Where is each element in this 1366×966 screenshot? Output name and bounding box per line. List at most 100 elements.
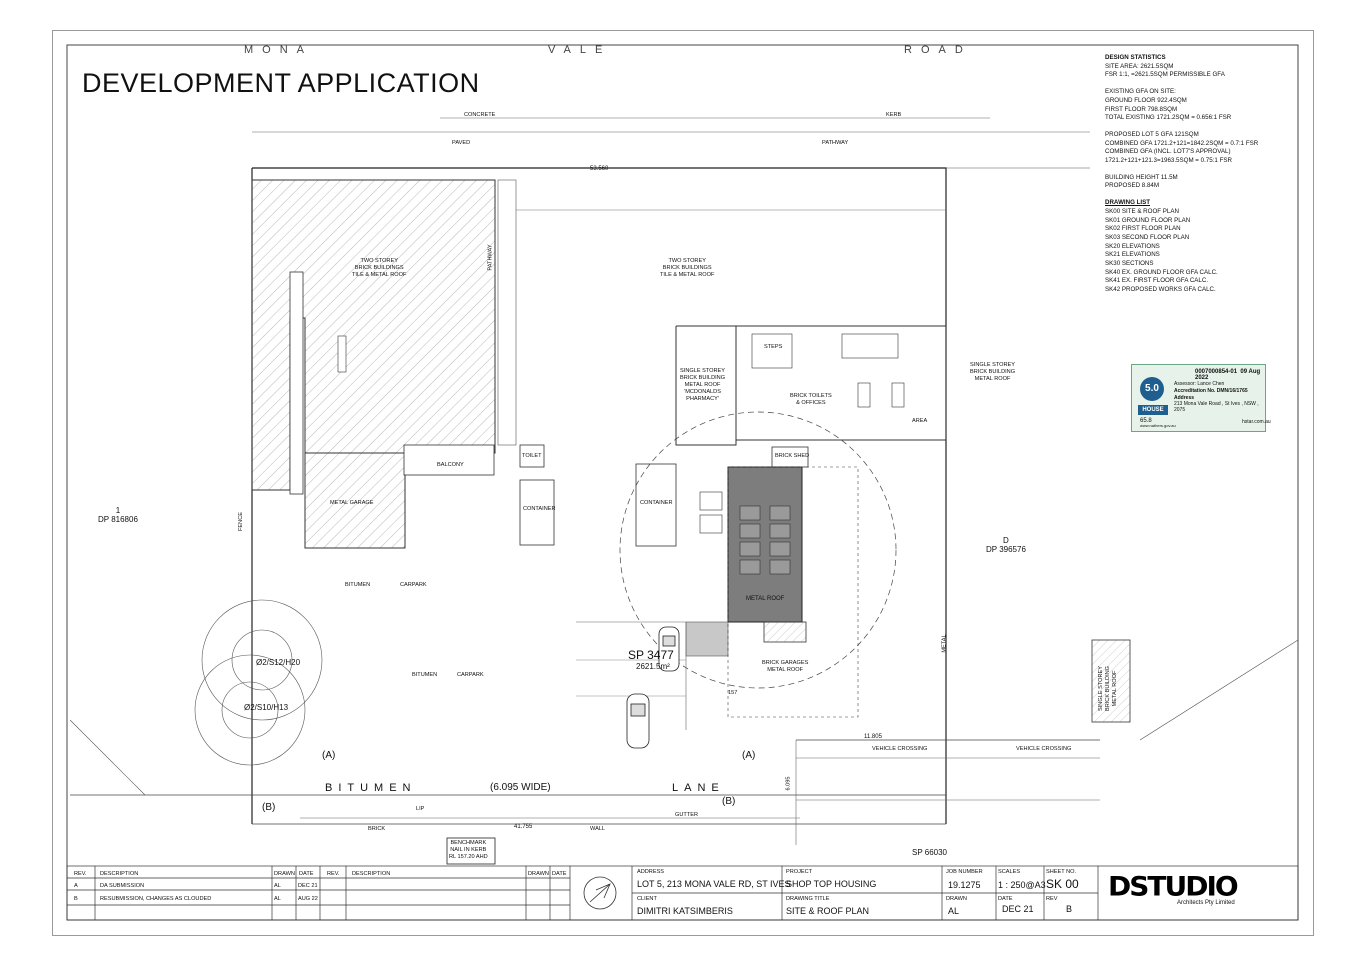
pathway-strip [497, 179, 517, 446]
benchmark-box [446, 837, 496, 865]
pit-1 [857, 382, 871, 408]
drawing-sheet [52, 30, 1314, 936]
stat-combined-calc: 1721.2+121+121.3=1963.5SQM = 0.75:1 FSR [1105, 157, 1232, 165]
client-value: DIMITRI KATSIMBERIS [637, 906, 733, 916]
stat-ground: GROUND FLOOR 922.4SQM [1105, 96, 1187, 104]
date-value: DEC 21 [1002, 904, 1034, 914]
tree-cluster [194, 599, 323, 766]
rev-header: REV. [74, 871, 87, 877]
stat-combined-incl: COMBINED GFA (INCL. LOT7'S APPROVAL) [1105, 148, 1231, 156]
car-1 [658, 626, 680, 672]
badge-site: hstar.com.au [1242, 419, 1271, 425]
address-label: Address [1174, 395, 1195, 401]
container-1 [519, 479, 555, 546]
accreditation: Accreditation No. DMN/16/1765 [1174, 388, 1248, 394]
rev-row-a-drawn: AL [274, 883, 281, 889]
lane-width-label: (6.095 WIDE) [490, 782, 551, 793]
dashed-arc [619, 411, 897, 689]
project-label: PROJECT [786, 869, 813, 875]
pit-2 [891, 382, 905, 408]
bitumen-label-2: BITUMEN [412, 672, 438, 678]
diagonal-left [69, 719, 146, 796]
stat-existing: EXISTING GFA ON SITE: [1105, 88, 1176, 96]
container-2 [635, 463, 677, 547]
garage-lower [763, 621, 807, 643]
steps-box-2 [841, 333, 899, 359]
client-label: CLIENT [637, 896, 657, 902]
carpark-label-2: CARPARK [457, 672, 484, 678]
brick-shed-label: BRICK SHED [775, 453, 810, 459]
sp-66030-label: SP 66030 [912, 848, 947, 857]
steps-box-1 [751, 333, 793, 369]
metal-label: METAL [941, 634, 948, 653]
road-name-2: VALE [548, 44, 612, 56]
drawing-list-item: SK03 SECOND FLOOR PLAN [1105, 233, 1190, 241]
badge-address: 213 Mona Vale Road , St Ives , NSW , 207… [1174, 401, 1259, 413]
bin-1 [699, 491, 723, 511]
firm-logo-sub: Architects Pty Limited [1177, 900, 1235, 906]
certificate-id: 0007000854-01 09 Aug 2022 [1195, 369, 1261, 381]
roof-panels [739, 505, 791, 575]
scale-value: 1 : 250@A3 [998, 880, 1046, 890]
toilet-box [519, 444, 545, 468]
stat-site-area: SITE AREA: 2621.5SQM [1105, 62, 1174, 70]
drawing-list-item: SK00 SITE & ROOF PLAN [1105, 207, 1179, 215]
diagonal-right [1139, 639, 1299, 741]
rev-value: B [1066, 904, 1073, 914]
assessor: Assessor: Lance Chen [1174, 381, 1225, 387]
rev-header-2: REV. [327, 871, 340, 877]
rl-157: 157 [728, 690, 738, 696]
rev-row-b-desc: RESUBMISSION, CHANGES AS CLOUDED [100, 896, 212, 902]
tree-2-label: Ø2/S10/H13 [244, 703, 289, 712]
address-value: LOT 5, 213 MONA VALE RD, ST IVES [637, 879, 791, 889]
drawing-list-heading: DRAWING LIST [1105, 199, 1151, 207]
drawing-title-label: DRAWING TITLE [786, 896, 830, 902]
wall-label: WALL [590, 826, 606, 832]
tree-1-label: Ø2/S12/H20 [256, 658, 301, 667]
pathway-vertical-label: PATHWAY [487, 244, 494, 271]
metal-garage-label: METAL GARAGE [330, 500, 374, 506]
area-label: AREA [912, 418, 928, 424]
parking-space-shaded [685, 621, 729, 657]
lane-dimension: 11.805 [864, 734, 882, 740]
sp-3477-label: SP 3477 [628, 648, 674, 662]
stat-total: TOTAL EXISTING 1721.2SQM = 0.656:1 FSR [1105, 114, 1232, 122]
drawing-list-item: SK42 PROPOSED WORKS GFA CALC. [1105, 286, 1216, 294]
job-value: 19.1275 [948, 880, 981, 890]
metal-roof-label: METAL ROOF [746, 596, 785, 602]
job-label: JOB NUMBER [946, 869, 983, 875]
rev-row-b-date: AUG 22 [298, 896, 318, 902]
lip-label: LIP [416, 806, 425, 812]
bin-2 [699, 514, 723, 534]
stat-combined: COMBINED GFA 1721.2+121=1842.2SQM = 0.7:… [1105, 139, 1259, 147]
north-arrow [583, 876, 617, 910]
frontage-dimension: 53.560 [590, 166, 609, 172]
mcdonalds-outline [675, 325, 737, 446]
drawing-list-item: SK01 GROUND FLOOR PLAN [1105, 216, 1191, 224]
sheet-label: SHEET NO. [1046, 869, 1077, 875]
container-1-label: CONTAINER [523, 506, 556, 512]
pathway-label: PATHWAY [822, 140, 849, 146]
drawing-list-item: SK20 ELEVATIONS [1105, 242, 1160, 250]
drawing-list-item: SK21 ELEVATIONS [1105, 251, 1160, 259]
address-label: ADDRESS [637, 869, 665, 875]
design-statistics: DESIGN STATISTICS SITE AREA: 2621.5SQM F… [1105, 54, 1275, 295]
drawn-value: AL [948, 906, 960, 916]
nathers-certificate: 0007000854-01 09 Aug 2022 5.0 HOUSE 65.8… [1131, 364, 1271, 432]
dashed-garage-outline [727, 466, 859, 718]
scales-label: SCALES [998, 869, 1021, 875]
toilets-outline [736, 325, 947, 441]
drawing-list: SK00 SITE & ROOF PLAN SK01 GROUND FLOOR … [1105, 208, 1275, 295]
balcony-label: BALCONY [437, 462, 464, 468]
rev-row-b-drawn: AL [274, 896, 281, 902]
drawing-title-value: SITE & ROOF PLAN [786, 906, 870, 916]
stat-fsr: FSR 1:1, =2621.5SQM PERMISSIBLE GFA [1105, 71, 1225, 79]
stat-height: BUILDING HEIGHT 11.5M [1105, 173, 1178, 181]
section-marker-b2: (B) [722, 796, 736, 807]
